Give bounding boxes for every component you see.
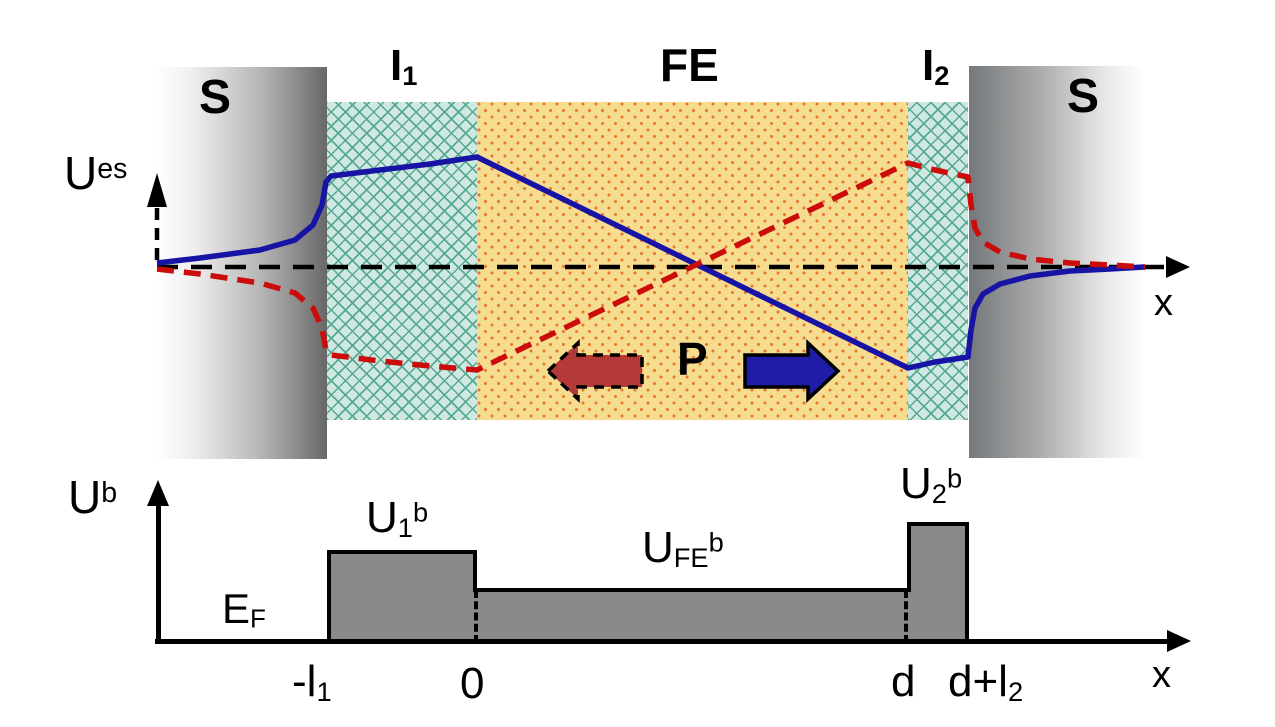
label-i2: I2 [922, 41, 950, 91]
top-x-axis-arrowhead [1166, 256, 1190, 278]
label-i1: I1 [390, 41, 418, 91]
x-axis-label-top: x [1154, 282, 1173, 324]
tick-d: d [891, 657, 916, 706]
barrier-u1-right-edge [473, 550, 477, 592]
barrier-ufe [477, 588, 907, 643]
label-u2b: U2b [900, 459, 963, 509]
polarization-label: P [677, 333, 708, 385]
insulator-1-region [327, 102, 477, 420]
fermi-level-label: EF [222, 585, 266, 634]
tick-zero: 0 [460, 659, 485, 708]
label-s-left: S [199, 71, 232, 124]
tick-neg-l1: -l1 [292, 657, 332, 707]
label-s-right: S [1067, 70, 1100, 123]
bottom-x-axis [155, 639, 1171, 644]
label-u1b: U1b [366, 493, 429, 543]
bottom-y-axis [156, 503, 161, 643]
superconductor-right-block [969, 66, 1145, 458]
barrier-u2-left-edge [907, 522, 911, 592]
label-ufeb: UFEb [642, 523, 724, 573]
bottom-y-axis-arrowhead [147, 480, 169, 506]
x-axis-label-bottom: x [1152, 654, 1171, 696]
y-axis-label-ub: Ub [68, 471, 118, 523]
bottom-x-axis-arrowhead [1167, 630, 1191, 652]
dashed-boundary-d [904, 590, 908, 643]
insulator-2-region [908, 102, 968, 420]
barrier-u1 [327, 550, 477, 643]
dashed-boundary-zero [474, 590, 478, 643]
label-fe: FE [660, 39, 719, 91]
barrier-u2 [907, 522, 969, 643]
tick-d-plus-l2: d+l2 [948, 657, 1024, 707]
y-axis-label-ues: Ues [64, 147, 128, 199]
superconductor-left-block [155, 67, 327, 459]
